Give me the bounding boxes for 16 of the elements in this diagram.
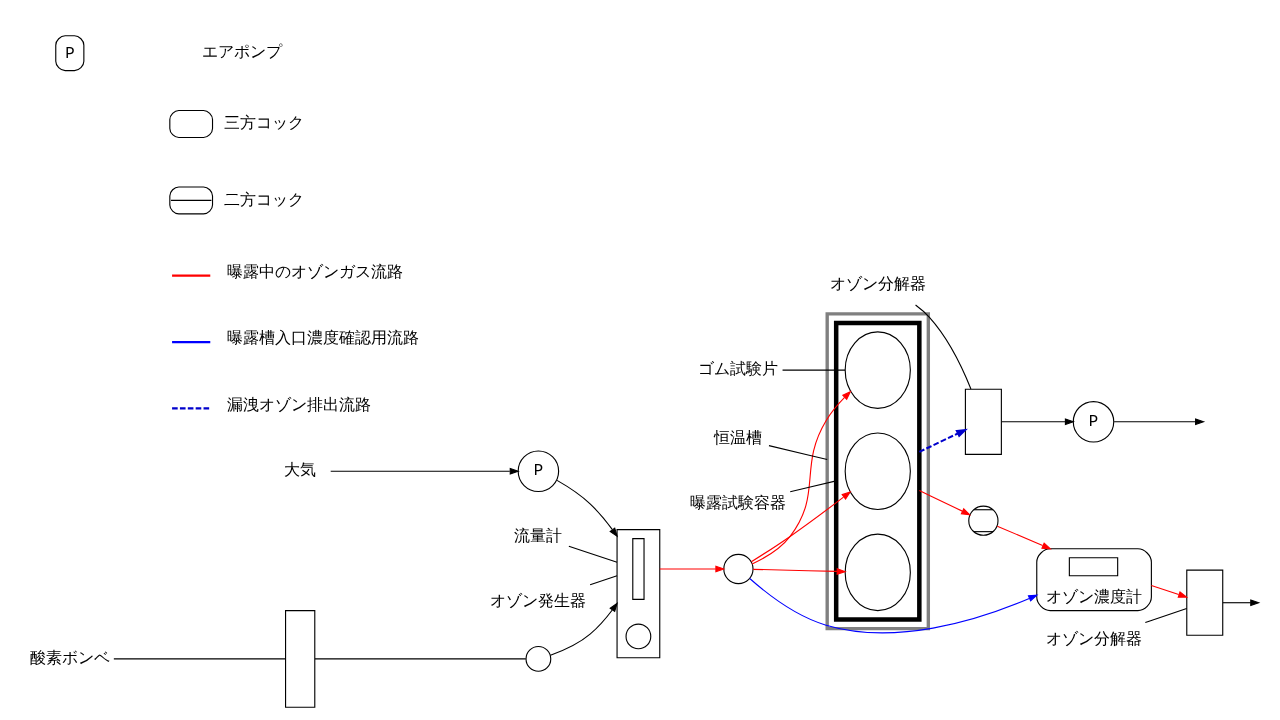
legend-label: エアポンプ	[201, 41, 282, 61]
node-text: ゴム試験片	[697, 359, 778, 379]
legend-label: 三方コック	[223, 113, 304, 133]
node-text: オゾン分解器	[1045, 628, 1142, 648]
legend-label: 漏洩オゾン排出流路	[226, 394, 371, 414]
label: P	[64, 44, 75, 63]
node-text: オゾン発生器	[489, 590, 586, 610]
node-text: 大気	[283, 460, 316, 480]
node-text: 曝露試験容器	[689, 492, 786, 512]
node-text: 酸素ボンベ	[29, 648, 110, 668]
legend-label: 曝露槽入口濃度確認用流路	[226, 328, 419, 348]
node-text: 流量計	[513, 525, 562, 545]
legend-label: 曝露中のオゾンガス流路	[226, 262, 403, 282]
legend-label: 二方コック	[223, 189, 304, 209]
node-text: 恒温槽	[713, 427, 762, 447]
node-text: オゾン分解器	[829, 273, 926, 293]
